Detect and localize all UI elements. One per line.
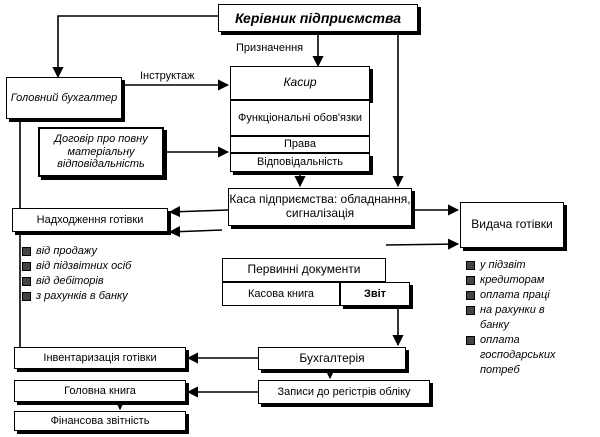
primary-docs-box: Первинні документи [222,258,386,282]
responsibility-box: Відповідальність [230,153,370,172]
general-ledger-box: Головна книга [14,380,186,402]
cash-issuance-label: Видача готівки [471,217,553,232]
cash-desk-box: Каса підприємства: обладнання, сигналіза… [228,188,412,226]
cash-receipts-label: Надходження готівки [36,213,144,226]
inventory-box: Інвентаризація готівки [14,347,186,369]
issuance-target-item: на рахунки в банку [466,303,570,333]
bullet-icon [22,277,31,286]
issuance-targets-list: у підзвіт кредиторам оплата праці на рах… [466,258,570,378]
appointment-label: Призначення [236,42,304,54]
bullet-icon [22,262,31,271]
issuance-target-item: оплата господарських потреб [466,333,570,378]
instruction-label: Інструктаж [140,70,195,82]
cash-book-label: Касова книга [247,287,315,300]
ledger-entries-label: Записи до регістрів обліку [277,385,411,398]
issuance-target-item: оплата праці [466,288,570,303]
primary-docs-label: Первинні документи [247,262,361,277]
accounting-label: Бухгалтерія [299,350,365,365]
receipts-source-item: від продажу [22,244,131,259]
bullet-icon [466,291,475,300]
cash-desk-label: Каса підприємства: обладнання, сигналіза… [229,192,411,220]
director-box: Керівник підприємства [218,4,418,32]
general-ledger-label: Головна книга [64,384,136,397]
bullet-icon [22,292,31,301]
cashier-label: Касир [283,75,317,90]
duties-label: Функціональні обов'язки [238,111,362,124]
report-label: Звіт [363,287,387,300]
chief-accountant-box: Головний бухгалтер [6,77,122,119]
rights-box: Права [230,136,370,153]
fin-statements-label: Фінансова звітність [50,414,150,427]
issuance-target-item: кредиторам [466,273,570,288]
issuance-target-item: у підзвіт [466,258,570,273]
bullet-icon [466,276,475,285]
chief-accountant-label: Головний бухгалтер [10,91,118,104]
responsibility-label: Відповідальність [256,156,344,169]
director-label: Керівник підприємства [234,9,402,26]
contract-label: Договір про повну матеріальну відповідал… [54,133,148,171]
duties-box: Функціональні обов'язки [230,100,370,136]
receipts-source-item: від підзвітних осіб [22,259,131,274]
inventory-label: Інвентаризація готівки [43,351,157,364]
receipts-source-item: з рахунків в банку [22,289,131,304]
accounting-box: Бухгалтерія [258,347,406,370]
cash-issuance-box: Видача готівки [460,202,564,248]
fin-statements-box: Фінансова звітність [14,411,186,431]
contract-box: Договір про повну матеріальну відповідал… [38,127,164,177]
bullet-icon [466,336,475,345]
cash-book-box: Касова книга [222,282,340,306]
receipts-sources-list: від продажу від підзвітних осіб від дебі… [22,244,131,304]
cash-receipts-box: Надходження готівки [12,208,168,232]
bullet-icon [22,247,31,256]
bullet-icon [466,261,475,270]
rights-label: Права [284,138,316,151]
ledger-entries-box: Записи до регістрів обліку [258,380,430,404]
bullet-icon [466,306,475,315]
receipts-source-item: від дебіторів [22,274,131,289]
cashier-box: Касир [230,66,370,100]
report-box: Звіт [340,282,410,306]
